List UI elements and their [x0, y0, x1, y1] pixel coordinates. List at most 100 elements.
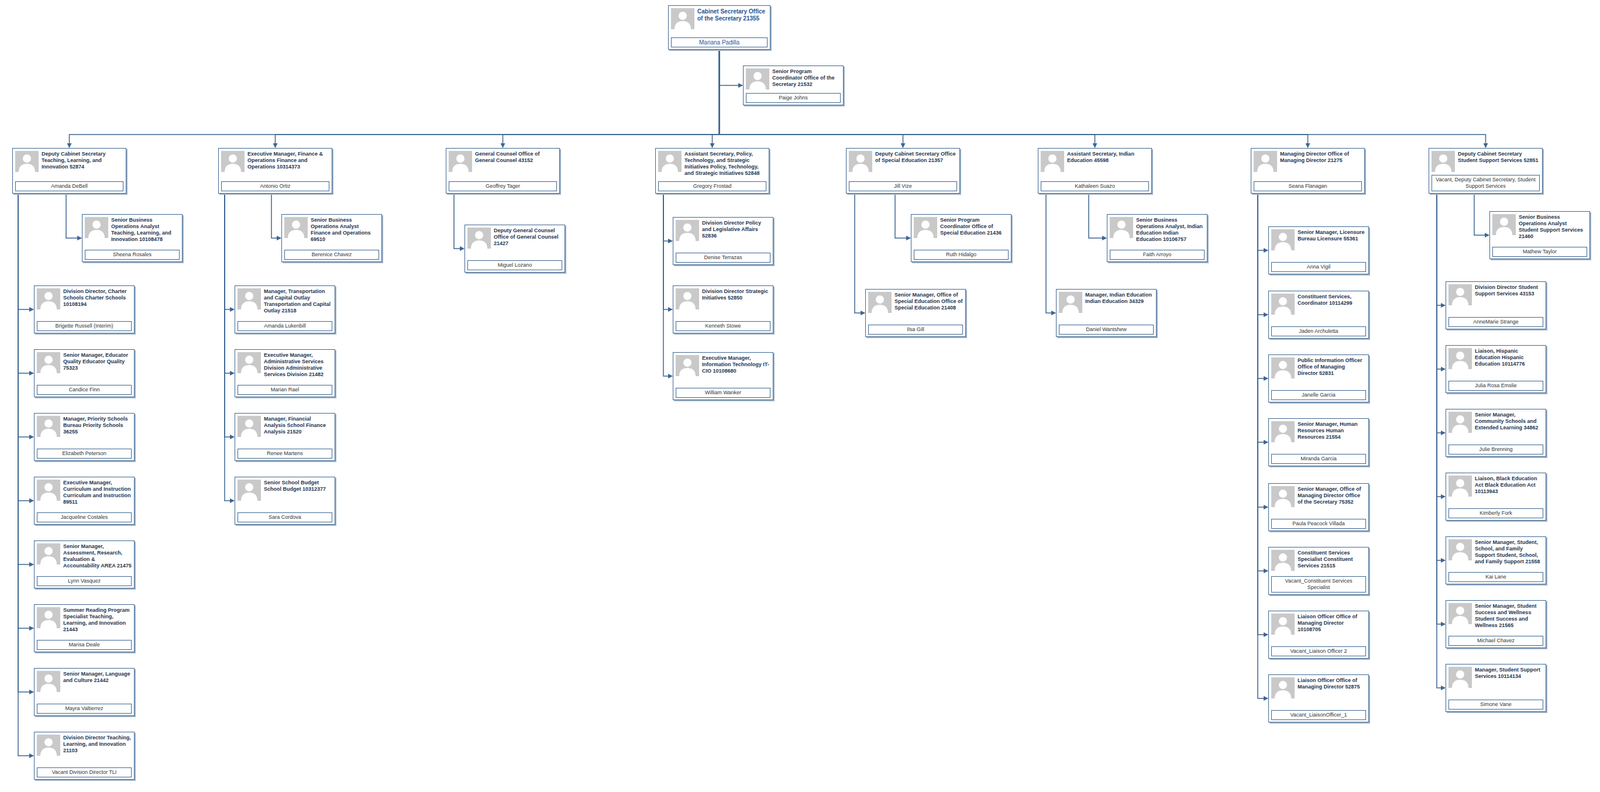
reporting-line	[18, 193, 34, 374]
box-row: Manager, Indian Education Indian Educati…	[1058, 291, 1154, 313]
avatar-placeholder	[36, 288, 61, 310]
box-row: Assistant Secretary, Policy, Technology,…	[658, 150, 767, 177]
box-row: Executive Manager, Administrative Servic…	[237, 352, 333, 378]
person-name: Miranda Garcia	[1271, 453, 1366, 464]
reporting-line	[663, 193, 673, 377]
person-name: Sheena Rosales	[84, 249, 180, 260]
avatar-placeholder	[237, 288, 261, 310]
org-position-box: Executive Manager, Administrative Servic…	[234, 349, 336, 398]
position-title: Manager, Student Support Services 101141…	[1474, 666, 1544, 680]
reporting-line	[1257, 193, 1268, 571]
reporting-line	[719, 49, 904, 148]
avatar-placeholder	[36, 734, 61, 756]
reporting-line	[719, 49, 1486, 148]
reporting-line	[1257, 193, 1268, 699]
avatar-placeholder	[1448, 666, 1472, 688]
org-position-box: Assistant Secretary, Indian Education 45…	[1037, 148, 1152, 194]
avatar-placeholder	[675, 355, 700, 377]
reporting-line	[1474, 193, 1489, 236]
avatar-placeholder	[1271, 293, 1295, 315]
position-title: Division Director Policy and Legislative…	[702, 219, 771, 240]
box-row: Division Director Strategic Initiatives …	[675, 288, 771, 310]
org-position-box: General Counsel Office of General Counse…	[445, 148, 560, 194]
box-row: Manager, Student Support Services 101141…	[1448, 666, 1544, 688]
box-row: Senior Business Operations Analyst Teach…	[84, 217, 180, 243]
box-row: Senior Business Operations Analyst, Indi…	[1109, 217, 1205, 243]
position-title: Liaison, Hispanic Education Hispanic Edu…	[1474, 348, 1544, 368]
position-title: Division Director, Charter Schools Chart…	[63, 288, 132, 308]
avatar-placeholder	[1271, 229, 1295, 251]
reporting-line	[1436, 193, 1445, 306]
person-name: Renee Martens	[237, 448, 333, 459]
person-name: Kenneth Stowe	[675, 321, 771, 332]
box-row: Division Director Teaching, Learning, an…	[36, 734, 132, 756]
box-row: Managing Director Office of Managing Dir…	[1253, 150, 1362, 172]
person-name: Marisa Deale	[36, 640, 132, 650]
avatar-placeholder	[1448, 348, 1472, 370]
position-title: Senior Manager, Student Success and Well…	[1474, 603, 1544, 629]
avatar-placeholder	[913, 217, 938, 239]
reporting-line	[1436, 193, 1445, 561]
reporting-line	[18, 193, 34, 629]
org-position-box: Division Director Policy and Legislative…	[672, 217, 774, 266]
person-name: Marian Rael	[237, 384, 333, 395]
position-title: Senior Manager, Licensure Bureau Licensu…	[1297, 229, 1366, 243]
org-position-box: Public Information Officer Office of Man…	[1268, 354, 1369, 403]
box-row: Senior Manager, Office of Special Educat…	[868, 291, 963, 313]
position-title: Public Information Officer Office of Man…	[1297, 357, 1366, 377]
position-title: Deputy General Counsel Office of General…	[493, 227, 563, 247]
avatar-placeholder	[1253, 150, 1278, 172]
org-position-box: Manager, Indian Education Indian Educati…	[1055, 288, 1157, 337]
avatar-placeholder	[221, 150, 245, 172]
avatar-placeholder	[237, 479, 261, 501]
person-name: Jill Vize	[848, 181, 958, 192]
avatar-placeholder	[868, 291, 892, 313]
box-row: Division Director Policy and Legislative…	[675, 219, 771, 242]
avatar-placeholder	[1271, 549, 1295, 571]
position-title: Assistant Secretary, Indian Education 45…	[1067, 150, 1149, 164]
person-name: Miguel Lozano	[467, 260, 563, 271]
position-title: Senior Business Operations Analyst, Indi…	[1136, 217, 1205, 243]
reporting-line	[1257, 193, 1268, 635]
person-name: Ruth Hidalgo	[913, 249, 1009, 260]
box-row: Division Director, Charter Schools Chart…	[36, 288, 132, 310]
position-title: Manager, Transportation and Capital Outl…	[263, 288, 333, 315]
avatar-placeholder	[745, 68, 770, 90]
position-title: General Counsel Office of General Counse…	[475, 150, 557, 164]
org-position-box: Liaison, Black Education Act Black Educa…	[1445, 472, 1547, 521]
org-position-box: Manager, Transportation and Capital Outl…	[234, 285, 336, 334]
reporting-line	[1436, 193, 1445, 625]
org-position-box: Senior Manager, Language and Culture 214…	[33, 668, 135, 717]
person-name: Candice Finn	[36, 384, 132, 395]
box-row: Deputy General Counsel Office of General…	[467, 227, 563, 249]
position-title: Senior Business Operations Analyst Teach…	[111, 217, 180, 243]
avatar-placeholder	[1492, 214, 1516, 236]
position-title: Senior Manager, Community Schools and Ex…	[1474, 411, 1544, 432]
box-row: Senior Business Operations Analyst Finan…	[284, 217, 380, 243]
position-title: Senior Business Operations Analyst Stude…	[1518, 214, 1588, 240]
reporting-line	[66, 193, 82, 239]
avatar-placeholder	[36, 543, 61, 565]
position-title: Manager, Priority Schools Bureau Priorit…	[63, 415, 132, 436]
org-position-box: Executive Manager, Information Technolog…	[672, 352, 774, 401]
position-title: Senior Program Coordinator Office of Spe…	[940, 217, 1009, 237]
person-name: Sara Cordova	[237, 512, 333, 523]
person-name: Antonio Ortiz	[221, 181, 330, 192]
reporting-line	[18, 193, 34, 693]
box-row: Senior Business Operations Analyst Stude…	[1492, 214, 1588, 240]
box-row: Senior Manager, Human Resources Human Re…	[1271, 421, 1366, 443]
box-row: Senior Manager, Student, School, and Fam…	[1448, 539, 1544, 566]
org-position-box: Senior Manager, Licensure Bureau Licensu…	[1268, 226, 1369, 275]
person-name: AnneMarie Strange	[1448, 317, 1544, 328]
org-position-box: Senior Manager, Student Success and Well…	[1445, 600, 1547, 649]
person-name: Kimberly Fork	[1448, 508, 1544, 519]
org-position-box: Deputy General Counsel Office of General…	[464, 224, 566, 273]
person-name: Vacant, Deputy Cabinet Secretary, Studen…	[1431, 174, 1540, 192]
org-position-box: Liaison Officer Office of Managing Direc…	[1268, 674, 1369, 723]
reporting-line	[224, 193, 235, 310]
org-position-box: Senior Manager, Educator Quality Educato…	[33, 349, 135, 398]
org-position-box: Senior Manager, Assessment, Research, Ev…	[33, 540, 135, 589]
person-name: Elizabeth Peterson	[36, 448, 132, 459]
avatar-placeholder	[448, 150, 473, 172]
